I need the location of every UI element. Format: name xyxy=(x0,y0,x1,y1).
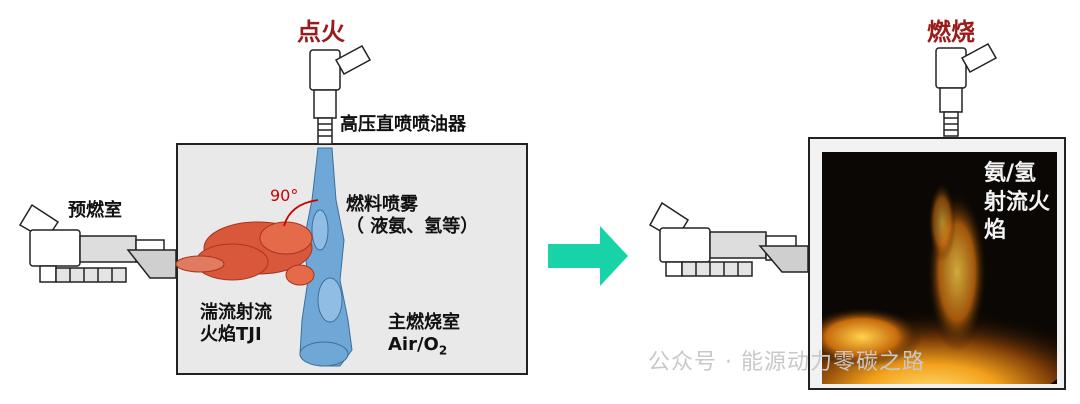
fuel-spray-line-1: 燃料喷雾 xyxy=(346,194,418,215)
main-chamber-air: Air/O xyxy=(388,333,439,355)
tji-line-2: 火焰TJI xyxy=(200,323,262,345)
fuel-spray-label: 燃料喷雾 （ 液氨、氢等） xyxy=(346,194,478,237)
main-chamber-line-1: 主燃烧室 xyxy=(388,312,460,333)
injector-right-graphic xyxy=(935,42,998,137)
prechamber-right-graphic xyxy=(648,201,809,277)
main-chamber-sub: 2 xyxy=(438,343,448,358)
prechamber-label: 预燃室 xyxy=(68,200,122,221)
jet-flame-line-1: 氨/氢 xyxy=(984,161,1037,186)
fuel-spray-line-2: （ 液氨、氢等） xyxy=(346,215,479,237)
flame-glow-graphic xyxy=(822,182,1057,384)
jet-flame-line-2: 射流火 xyxy=(984,189,1051,215)
main-chamber-label: 主燃烧室 Air/O2 xyxy=(388,312,460,358)
combustion-title: 燃烧 xyxy=(927,18,975,46)
injector-left-graphic xyxy=(309,44,372,145)
tji-label: 湍流射流 火焰TJI xyxy=(200,302,272,345)
tji-line-1: 湍流射流 xyxy=(200,302,272,323)
main-chamber-line-2: Air/O2 xyxy=(388,334,460,358)
jet-flame-label: 氨/氢 射流火 焰 xyxy=(984,160,1050,246)
prechamber-left-graphic xyxy=(18,203,177,283)
angle-indicator xyxy=(283,199,319,227)
injector-label: 高压直喷喷油器 xyxy=(340,114,466,135)
watermark: 公众号 · 能源动力零碳之路 xyxy=(648,350,925,375)
ignition-title: 点火 xyxy=(297,18,345,46)
fuel-spray-graphic xyxy=(299,147,353,367)
jet-flame-photo xyxy=(822,152,1057,384)
tji-flame-graphic xyxy=(175,221,315,286)
process-arrow xyxy=(548,226,628,286)
angle-label: 90° xyxy=(270,186,299,205)
jet-flame-line-3: 焰 xyxy=(984,218,1007,244)
